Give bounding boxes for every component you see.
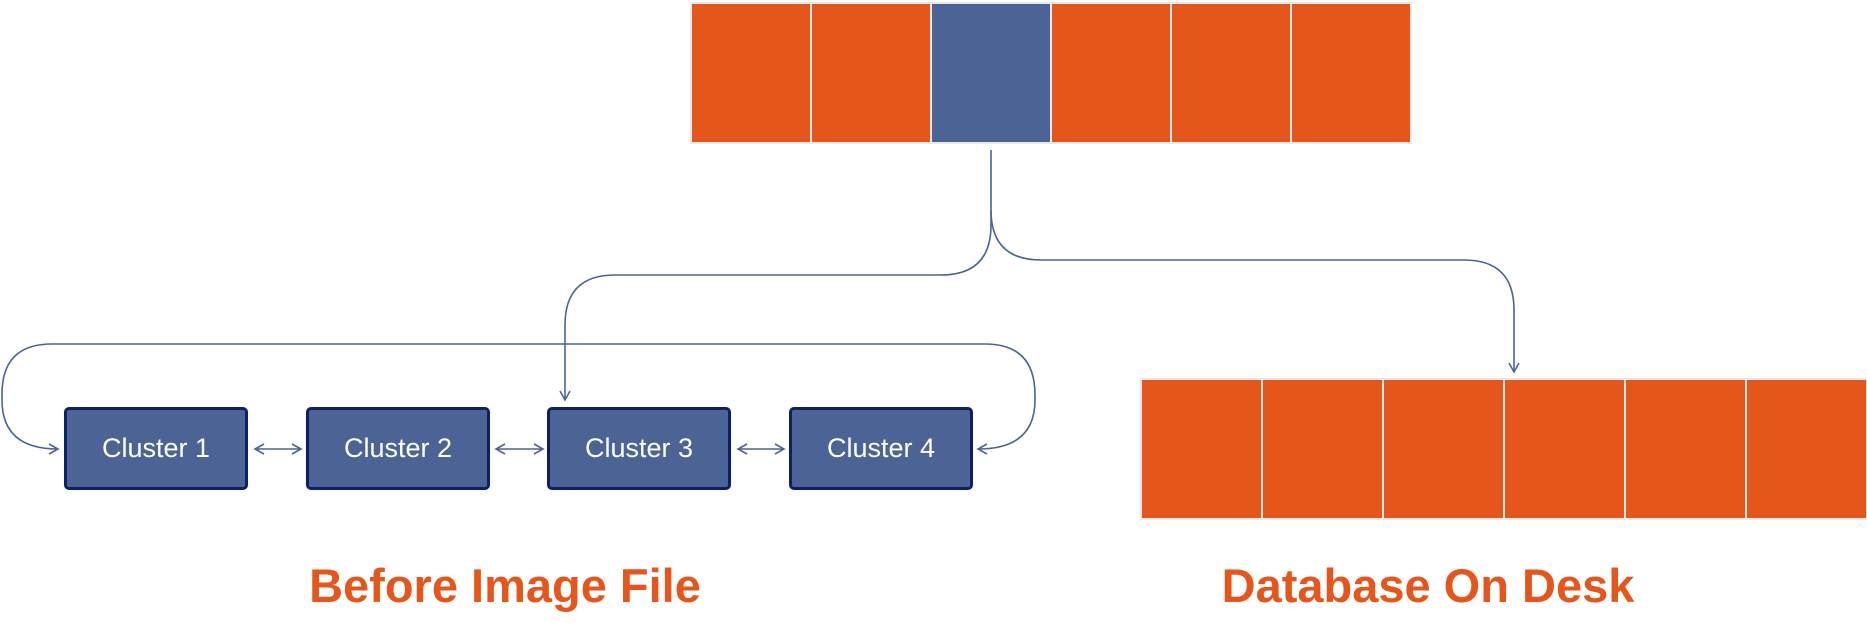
disk-block-5 xyxy=(1624,378,1747,520)
branch-to-cluster-3 xyxy=(559,224,992,402)
before-image-block-1 xyxy=(690,2,812,144)
disk-block-4 xyxy=(1503,378,1626,520)
before-image-block-row xyxy=(690,2,1412,144)
cluster-3-box: Cluster 3 xyxy=(547,407,731,490)
database-on-desk-caption: Database On Desk xyxy=(1221,559,1635,612)
before-image-file-caption: Before Image File xyxy=(309,559,701,612)
before-image-block-6 xyxy=(1290,2,1412,144)
cluster-4-box: Cluster 4 xyxy=(789,407,973,490)
before-image-block-2 xyxy=(810,2,932,144)
before-image-block-4 xyxy=(1050,2,1172,144)
cluster-1-box: Cluster 1 xyxy=(64,407,248,490)
disk-block-2 xyxy=(1261,378,1384,520)
disk-block-3 xyxy=(1382,378,1505,520)
disk-block-6 xyxy=(1745,378,1867,520)
database-on-disk-block-row xyxy=(1140,378,1867,520)
disk-block-1 xyxy=(1140,378,1263,520)
branch-to-disk xyxy=(990,209,1520,374)
loop-cluster-4-to-1 xyxy=(1,343,1036,455)
before-image-block-5 xyxy=(1170,2,1292,144)
cluster-2-box: Cluster 2 xyxy=(306,407,490,490)
before-image-block-3 xyxy=(930,2,1052,144)
